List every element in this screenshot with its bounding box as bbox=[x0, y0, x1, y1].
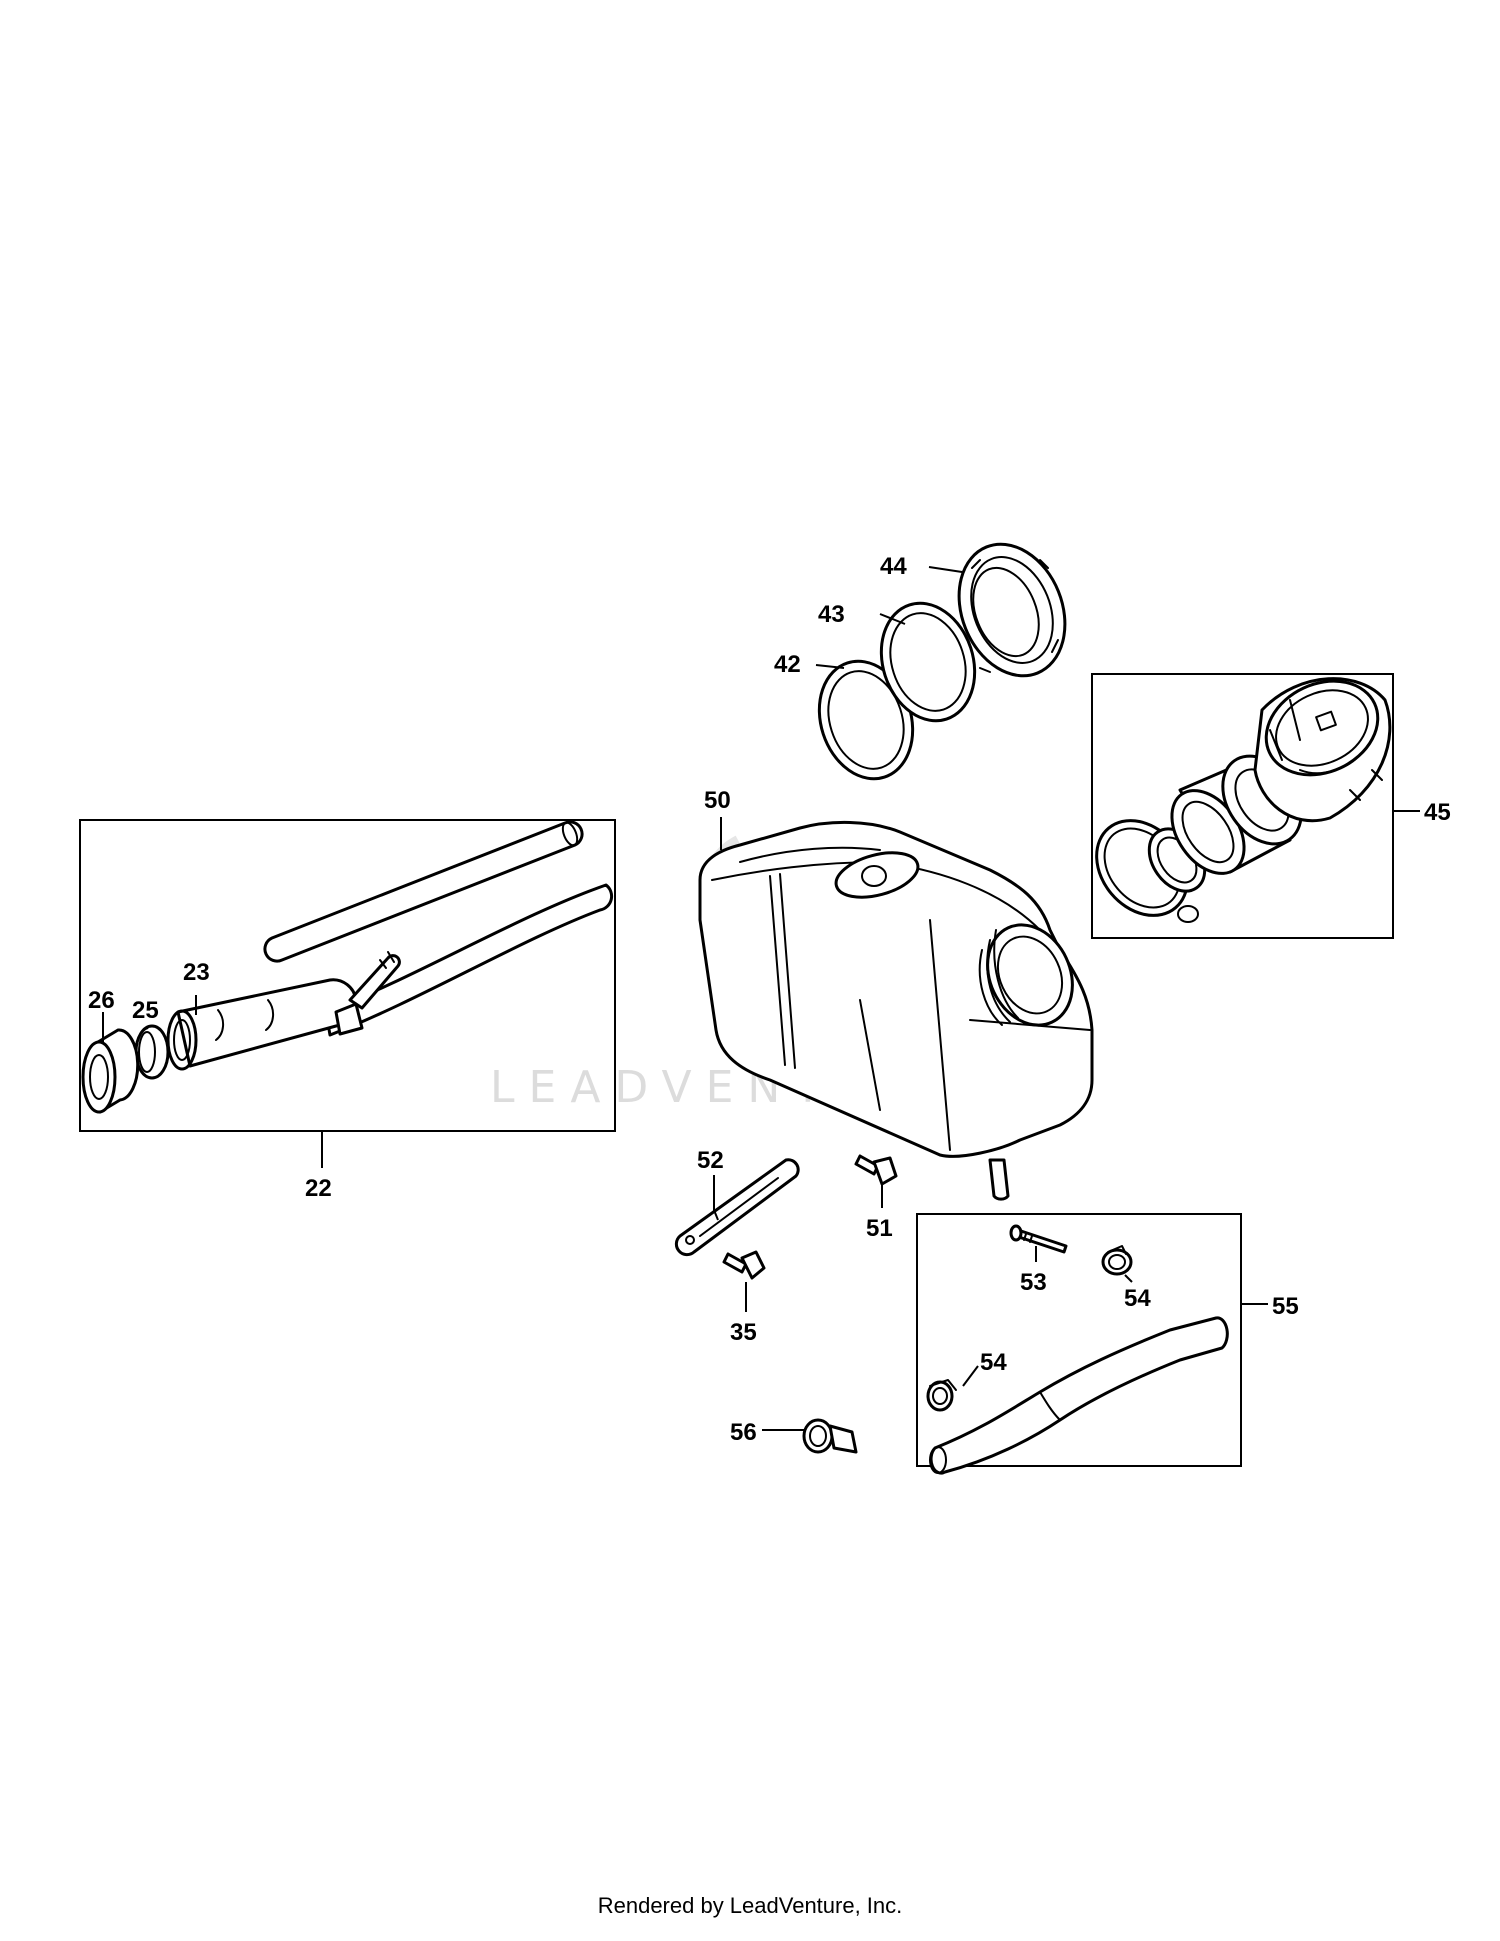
fuel-tube-assembly: 22 23 25 26 bbox=[79, 819, 616, 1202]
fuel-line-assembly: 53 54 54 55 bbox=[916, 1213, 1299, 1475]
hose-clip: 56 bbox=[730, 1418, 858, 1454]
fuel-cap-assembly: 45 bbox=[1091, 673, 1451, 939]
callout-43: 43 bbox=[818, 601, 845, 628]
callout-42: 42 bbox=[774, 651, 801, 678]
callout-45: 45 bbox=[1424, 799, 1451, 826]
callout-50: 50 bbox=[704, 787, 731, 814]
callout-55: 55 bbox=[1272, 1293, 1299, 1320]
assembly-box-55 bbox=[916, 1213, 1242, 1467]
callout-56: 56 bbox=[730, 1419, 757, 1446]
assembly-box-22 bbox=[79, 819, 616, 1132]
fuel-tank: 50 bbox=[698, 787, 1094, 1201]
callout-22: 22 bbox=[305, 1175, 332, 1202]
callout-35: 35 bbox=[730, 1319, 757, 1346]
callout-51: 51 bbox=[866, 1215, 893, 1242]
footer-credit: Rendered by LeadVenture, Inc. bbox=[597, 1893, 903, 1918]
bolt-51: 51 bbox=[854, 1154, 898, 1242]
callout-26: 26 bbox=[88, 987, 115, 1014]
bolt-35: 35 bbox=[722, 1250, 766, 1346]
callout-54-top: 54 bbox=[1124, 1285, 1151, 1312]
callout-52: 52 bbox=[697, 1147, 724, 1174]
tank-strap: 52 bbox=[674, 1147, 800, 1257]
callout-53: 53 bbox=[1020, 1269, 1047, 1296]
assembly-box-45 bbox=[1091, 673, 1394, 939]
filler-neck-rings: 42 43 44 bbox=[774, 542, 1067, 781]
callout-54-bottom: 54 bbox=[980, 1349, 1007, 1376]
callout-25: 25 bbox=[132, 997, 159, 1024]
callout-44: 44 bbox=[880, 553, 907, 580]
callout-23: 23 bbox=[183, 959, 210, 986]
